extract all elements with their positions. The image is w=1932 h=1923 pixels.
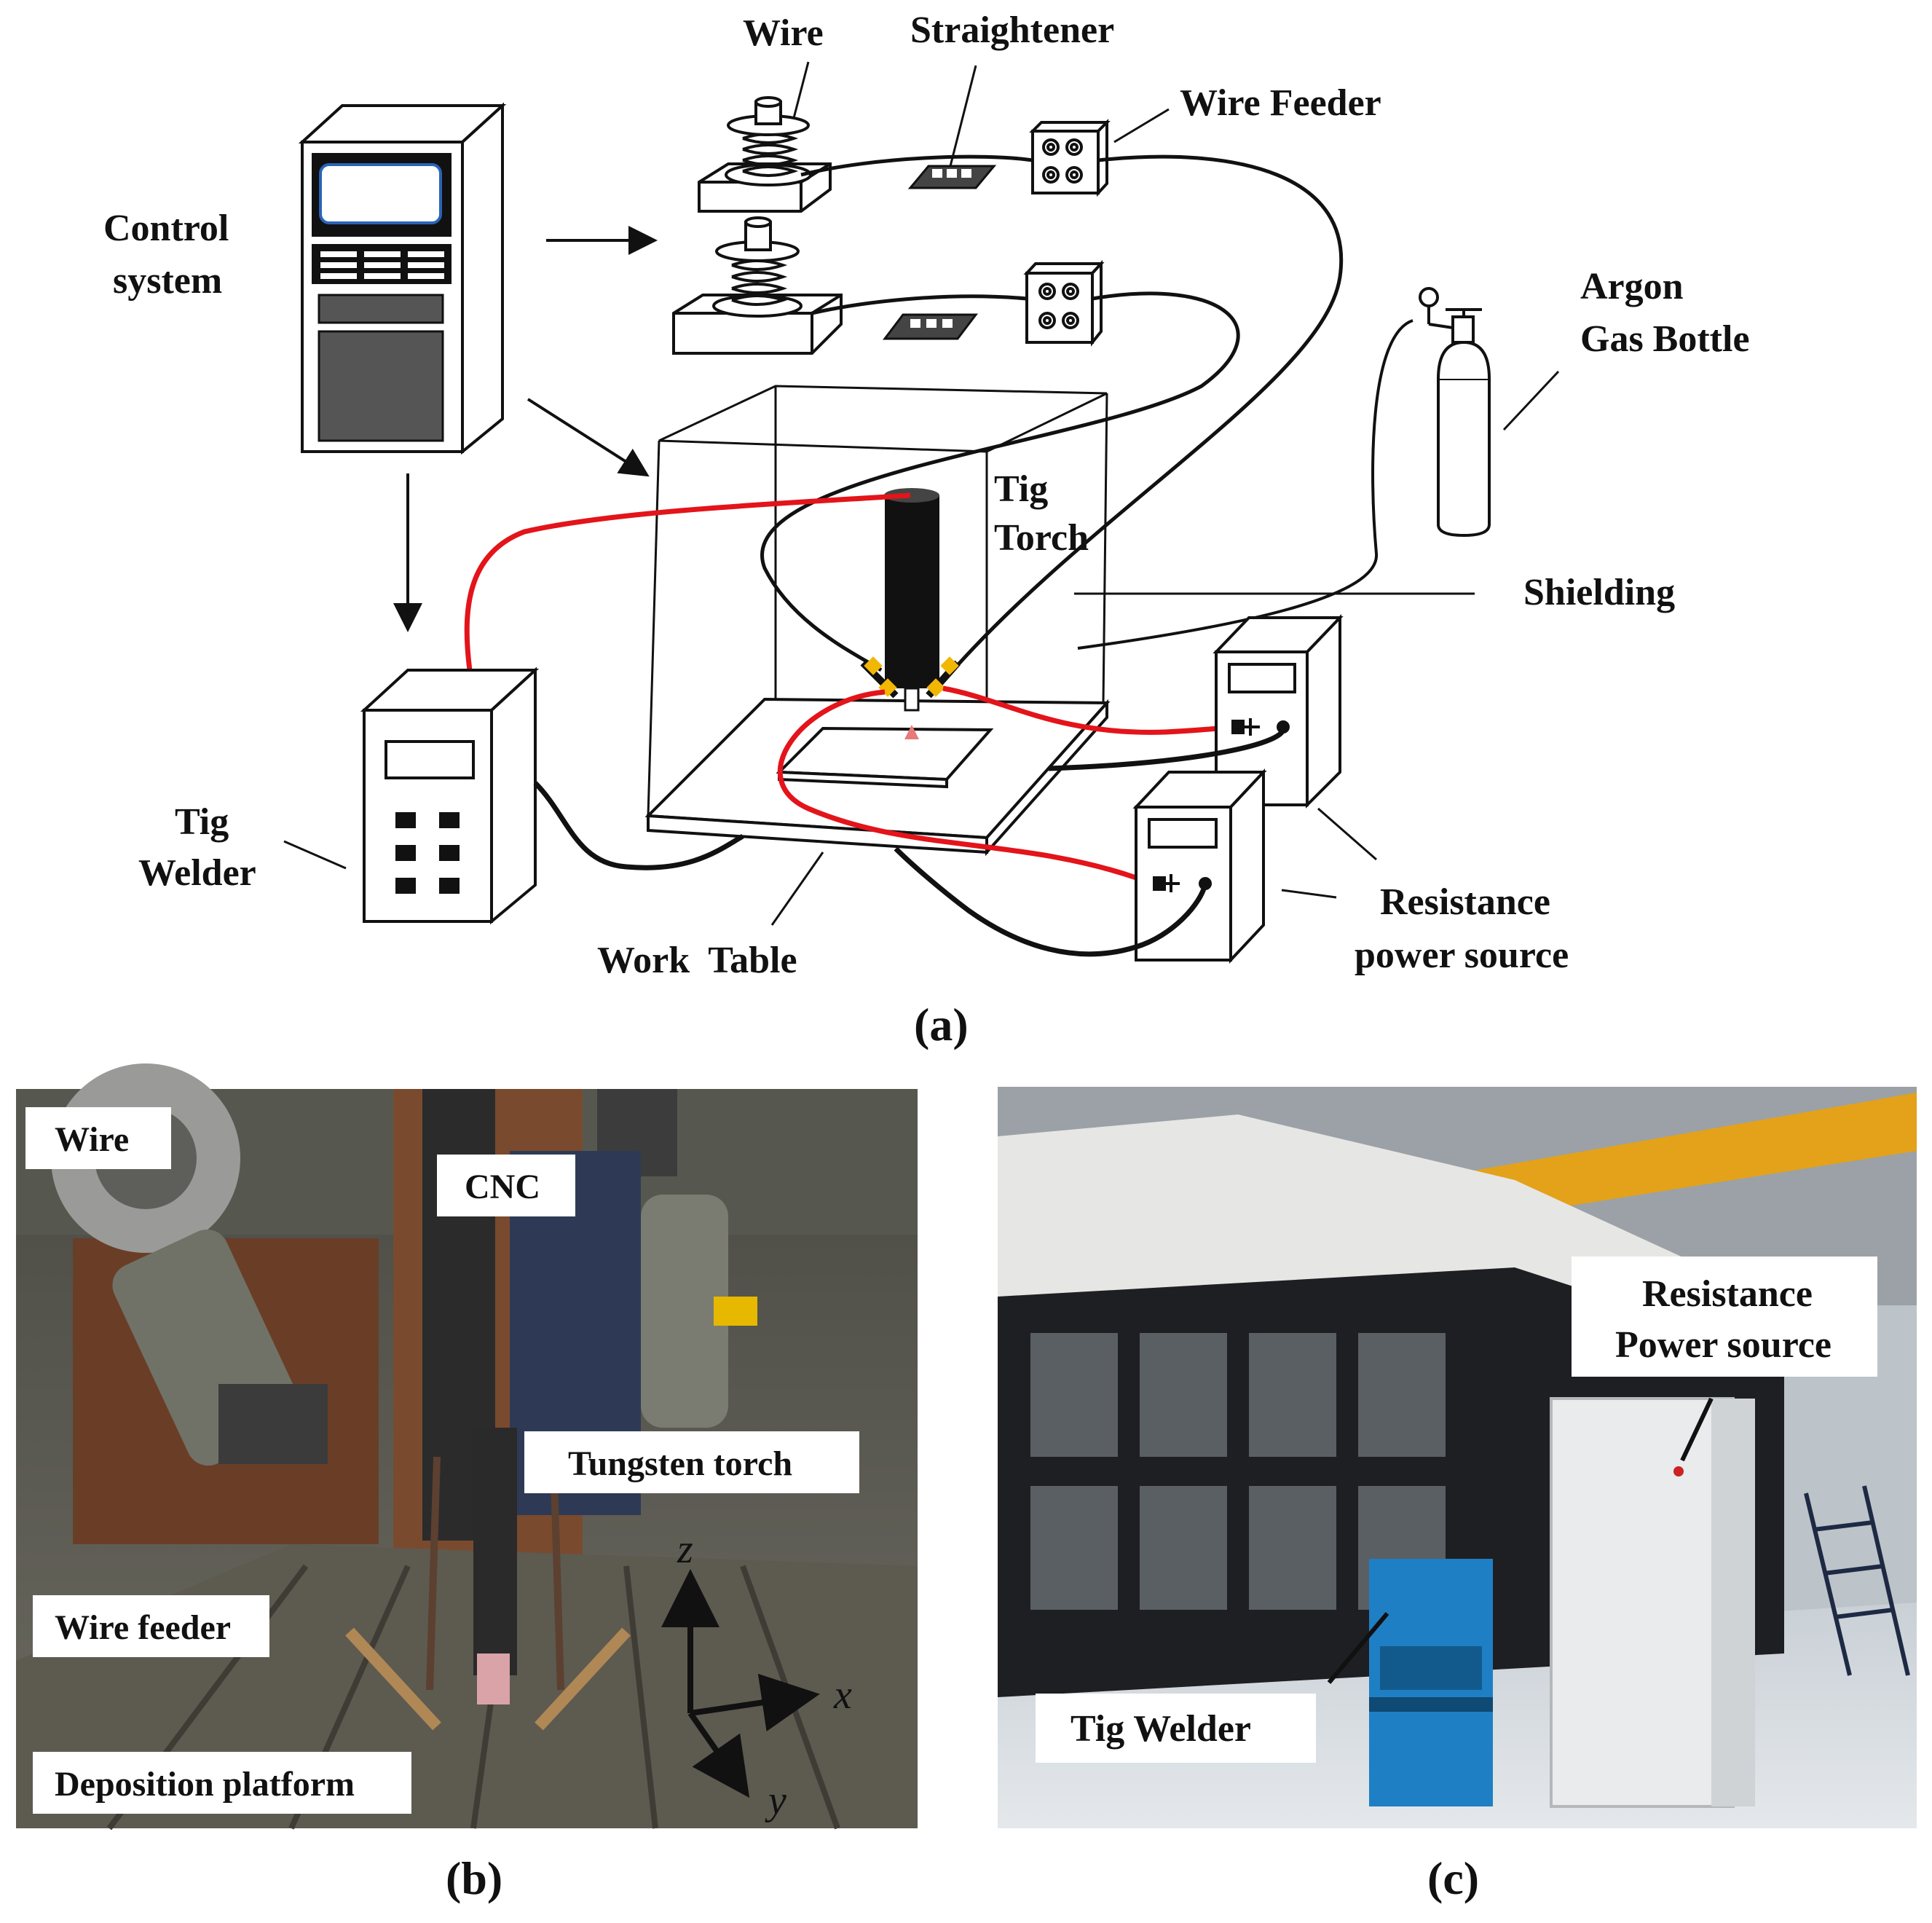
photo-c-label-resistance-2: Power source <box>1615 1324 1832 1366</box>
leader-work-table <box>770 852 824 926</box>
coordinate-axes <box>661 1569 820 1798</box>
leader-resistance-upper <box>1317 807 1377 861</box>
label-wire: Wire <box>743 12 824 54</box>
photo-c-label-tig-welder: Tig Welder <box>1071 1708 1251 1750</box>
caption-c: (c) <box>1427 1852 1479 1904</box>
photo-b-label-wire: Wire <box>55 1120 129 1159</box>
wire-paths <box>760 154 1344 679</box>
red-cables <box>464 492 1239 884</box>
wire-feeder-lower <box>1023 259 1105 347</box>
argon-gas-line <box>1077 319 1413 650</box>
axis-y-label: y <box>765 1778 786 1823</box>
label-wire-feeder: Wire Feeder <box>1180 82 1381 124</box>
label-shielding: Shielding <box>1523 572 1675 613</box>
caption-b: (b) <box>446 1852 502 1904</box>
tig-torch <box>860 488 961 739</box>
photo-c-label-resistance-1: Resistance <box>1642 1273 1813 1315</box>
photo-b-label-cnc: CNC <box>465 1168 540 1206</box>
caption-a: (a) <box>914 999 969 1050</box>
panel-b-photo: z x y Wire CNC Tungsten torch Wire feede… <box>16 1063 918 1904</box>
panel-c-photo: Resistance Power source Tig Welder (c) <box>998 1087 1917 1904</box>
argon-gas-bottle <box>1419 287 1491 538</box>
label-resistance-2: power source <box>1355 935 1569 976</box>
leader-c-tig-welder <box>1327 1612 1389 1684</box>
wire-spool-upper <box>698 96 832 213</box>
wire-feeder-upper <box>1029 119 1111 197</box>
label-resistance-1: Resistance <box>1380 881 1550 923</box>
arrow-control-to-table <box>527 398 650 477</box>
leader-resistance-lower <box>1281 889 1337 899</box>
photo-b-label-deposition-platform: Deposition platform <box>55 1765 355 1804</box>
leader-c-resistance <box>1680 1397 1714 1462</box>
resistance-power-source-lower <box>1132 768 1267 964</box>
label-straightener: Straightener <box>910 9 1114 51</box>
label-tig-welder-2: Welder <box>138 852 256 894</box>
axis-x-label: x <box>833 1672 852 1718</box>
label-control-system-2: system <box>113 260 222 302</box>
panel-a-schematic: Wire Straightener Wire Feeder Control sy… <box>103 9 1750 1050</box>
label-tig-welder-1: Tig <box>175 801 229 843</box>
black-power-cables <box>894 725 1286 957</box>
leader-wire-feeder <box>1113 108 1170 143</box>
tig-welder-machine <box>360 666 540 925</box>
work-table <box>644 697 1111 857</box>
straightener-upper <box>907 165 997 189</box>
photo-b-label-wire-feeder: Wire feeder <box>55 1608 231 1647</box>
label-tig-torch-2: Torch <box>994 517 1089 559</box>
axis-z-label: z <box>677 1527 693 1572</box>
label-control-system-1: Control <box>103 208 229 249</box>
leader-straightener <box>949 65 977 167</box>
label-argon-2: Gas Bottle <box>1580 318 1750 360</box>
straightener-lower <box>882 313 979 340</box>
leader-wire <box>792 61 810 119</box>
photo-b-label-tungsten-torch: Tungsten torch <box>568 1444 792 1483</box>
welder-ground-cable <box>533 781 744 870</box>
label-argon-1: Argon <box>1580 266 1684 307</box>
wire-spool-lower <box>672 216 843 355</box>
label-work-table: Work Table <box>597 940 797 981</box>
control-system-cabinet <box>298 102 507 455</box>
leader-tig-welder <box>283 840 347 870</box>
leader-argon <box>1502 370 1560 431</box>
label-tig-torch-1: Tig <box>994 468 1048 510</box>
